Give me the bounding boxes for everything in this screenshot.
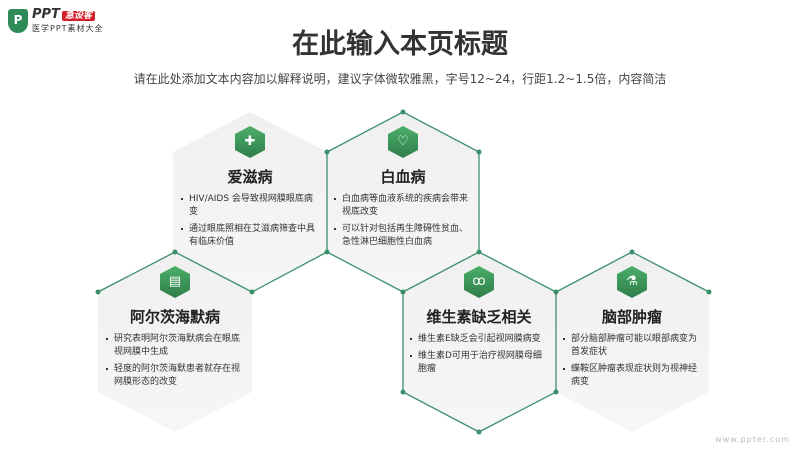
hex-alzheimer [98, 252, 252, 432]
bullet: 轻度的阿尔茨海默患者就存在视网膜形态的改变 [106, 364, 241, 387]
card-aids: ✚ 爱滋病 HIV/AIDS 会导致视网膜眼底病变通过眼底照相在艾滋病筛查中具有… [173, 126, 327, 253]
diamond-plus-icon: ✚ [235, 126, 265, 158]
card-title: 维生素缺乏相关 [426, 308, 532, 326]
page-title: 在此输入本页标题 [292, 29, 508, 60]
logo-slogan: 医学PPT素材大全 [32, 24, 104, 33]
card-title: 爱滋病 [227, 168, 273, 186]
page-subtitle: 请在此处添加文本内容加以解释说明，建议字体微软雅黑，字号12~24，行距1.2~… [133, 72, 667, 86]
bullet: HIV/AIDS 会导致视网膜眼底病变 [181, 193, 315, 219]
bullet: 可以针对包括再生障碍性贫血、急性淋巴细胞性白血病 [334, 224, 469, 247]
hex-vitamin [403, 252, 556, 432]
bullet: 白血病等血液系统的疾病会带来视底改变 [334, 194, 469, 217]
card-title: 脑部肿瘤 [601, 308, 662, 326]
outline-dots [95, 109, 712, 435]
bullet: 研究表明阿尔茨海默病会在眼底视网膜中生成 [106, 334, 241, 357]
logo-badge: 急设客 [61, 11, 95, 21]
clipboard-icon: ▤ [160, 266, 190, 298]
bullet: 部分脑部肿瘤可能以眼部病变为首发症状 [563, 334, 698, 357]
hex-brain [556, 252, 709, 432]
card-title: 阿尔茨海默病 [129, 308, 220, 326]
hex-leukemia [327, 112, 479, 292]
hex-aids [173, 112, 327, 292]
card-title: 白血病 [380, 168, 426, 186]
bullet: 蝶鞍区肿瘤表现症状则为视神经病变 [563, 364, 698, 387]
card-brain: ⚗ 脑部肿瘤 部分脑部肿瘤可能以眼部病变为首发症状蝶鞍区肿瘤表现症状则为视神经病… [555, 266, 709, 393]
bullet: 维生素D可用于治疗视网膜母细胞瘤 [410, 350, 544, 376]
bullet: 维生素E缺乏会引起视网膜病变 [410, 333, 544, 346]
card-vitamin: ꝏ 维生素缺乏相关 维生素E缺乏会引起视网膜病变维生素D可用于治疗视网膜母细胞瘤 [402, 266, 556, 380]
card-leukemia: ♡ 白血病 白血病等血液系统的疾病会带来视底改变可以针对包括再生障碍性贫血、急性… [326, 126, 480, 253]
card-alzheimer: ▤ 阿尔茨海默病 研究表明阿尔茨海默病会在眼底视网膜中生成轻度的阿尔茨海默患者就… [98, 266, 252, 393]
logo-brand: PPT [32, 7, 60, 22]
watermark: www.ppter.com [715, 435, 790, 444]
lungs-icon: ꝏ [464, 266, 494, 298]
heart-pulse-icon: ♡ [388, 126, 418, 158]
shield-logo-icon: P [8, 9, 28, 33]
microscope-icon: ⚗ [617, 266, 647, 298]
bullet: 通过眼底照相在艾滋病筛查中具有临床价值 [181, 224, 316, 247]
